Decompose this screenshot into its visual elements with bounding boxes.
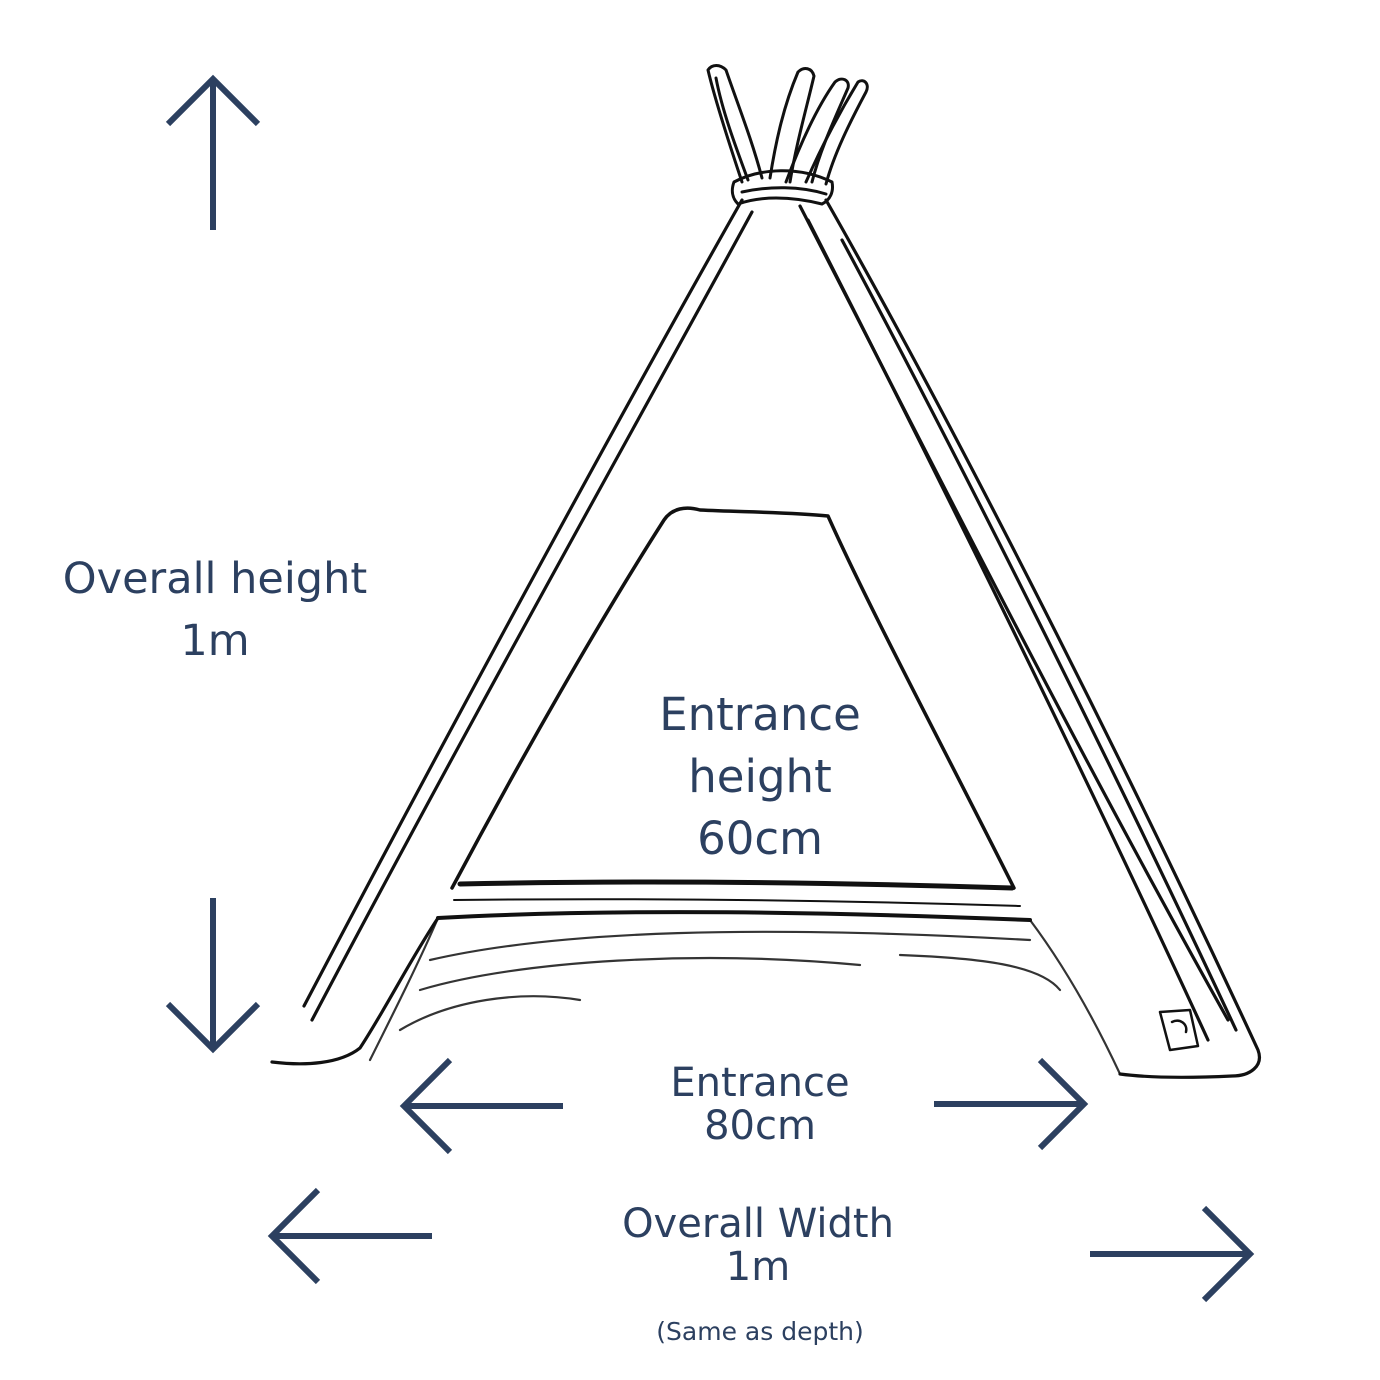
entrance-width-label: Entrance 80cm	[620, 1060, 900, 1150]
overall-height-value: 1m	[180, 616, 250, 667]
teepee-top-poles	[706, 64, 869, 206]
entrance-width-value: 80cm	[704, 1103, 816, 1150]
depth-note: (Same as depth)	[656, 1317, 864, 1346]
arrow-up-icon	[165, 74, 261, 230]
arrow-right-icon	[934, 1057, 1089, 1151]
teepee-canvas-outline	[270, 198, 1261, 1079]
arrow-right-icon	[1090, 1205, 1255, 1303]
entrance-width-title: Entrance	[670, 1060, 850, 1106]
overall-height-title: Overall height	[62, 554, 368, 604]
entrance-height-label: Entrance height 60cm	[610, 684, 910, 870]
overall-height-label: Overall height 1m	[30, 548, 400, 673]
teepee-entrance-outline	[436, 506, 1032, 922]
overall-width-value: 1m	[725, 1244, 791, 1291]
arrow-left-icon	[399, 1057, 563, 1155]
teepee-base-folds	[368, 916, 1122, 1076]
arrow-down-icon	[165, 898, 261, 1054]
entrance-height-line1: Entrance	[659, 688, 861, 741]
overall-width-label: Overall Width 1m	[568, 1201, 948, 1291]
entrance-height-value: 60cm	[697, 812, 823, 866]
teepee-sketch-icon	[270, 64, 1261, 1079]
overall-width-title: Overall Width	[622, 1201, 894, 1247]
arrow-left-icon	[267, 1187, 432, 1285]
teepee-tag	[1158, 1008, 1200, 1052]
entrance-height-line2: height	[688, 750, 832, 804]
